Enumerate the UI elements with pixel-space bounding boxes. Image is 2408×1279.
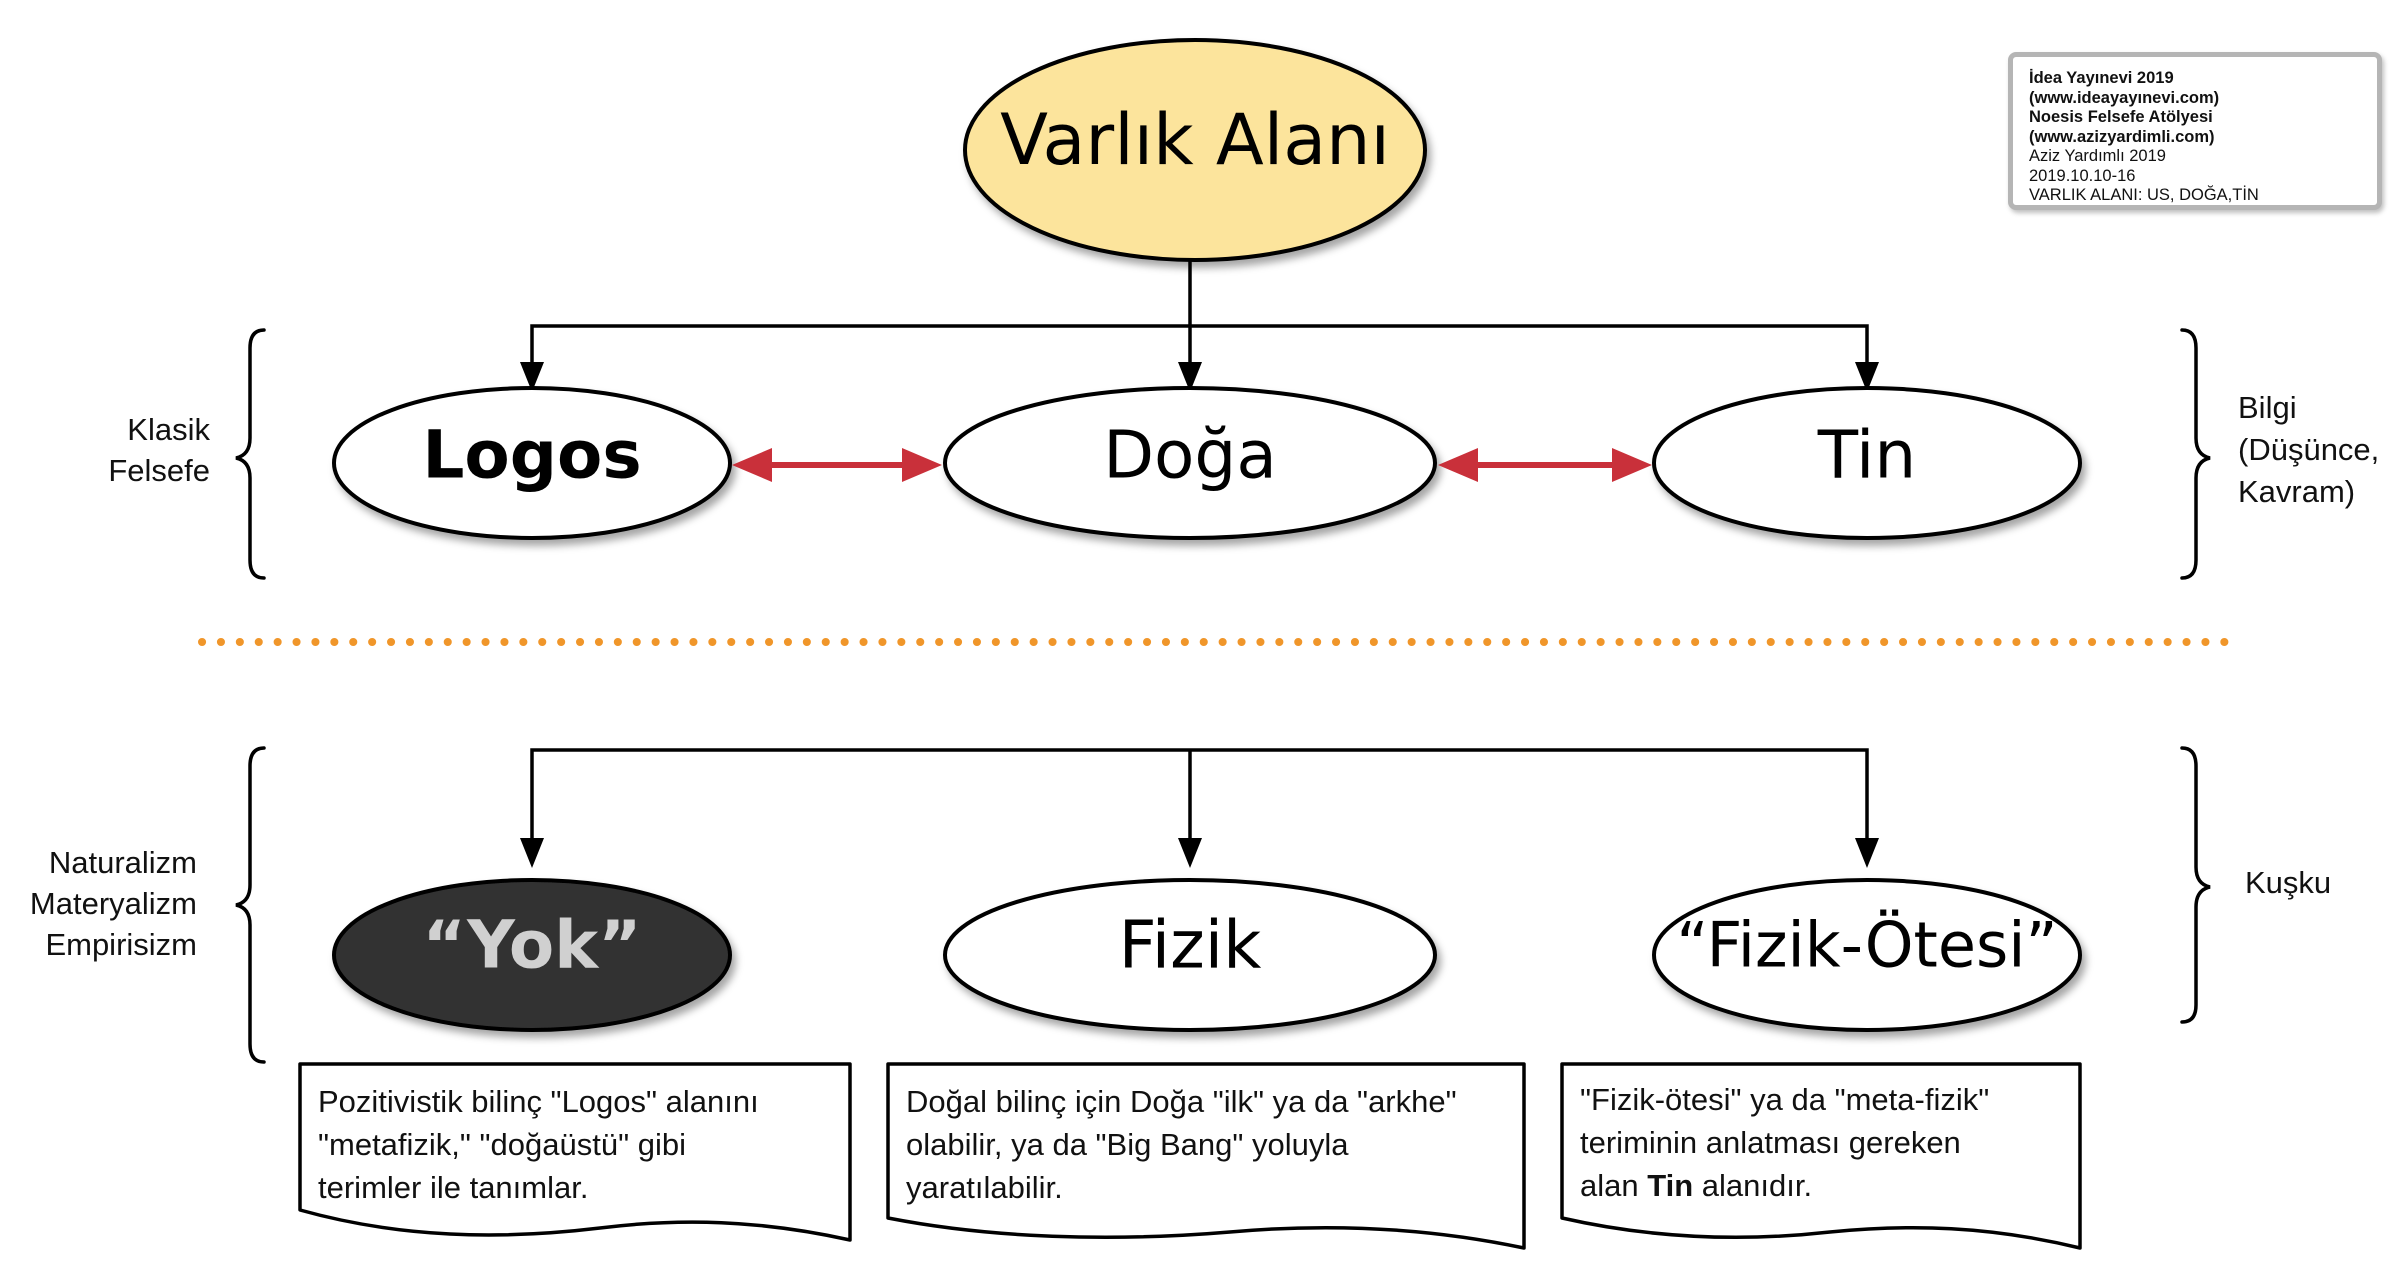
info-line: İdea Yayınevi 2019 (2029, 69, 2174, 87)
info-line: VARLIK ALANI: US, DOĞA,TİN (2029, 186, 2259, 204)
right-label-bottom: Kuşku (2245, 865, 2331, 900)
braces (235, 328, 2211, 1064)
info-line: 2019.10.10-16 (2029, 166, 2136, 185)
node-tin: Tin (1652, 386, 2082, 540)
top-arrowheads (520, 362, 1879, 392)
left-brace-top (235, 328, 266, 580)
note-shape-logos (298, 1062, 852, 1242)
note-fizik-otesi-pre: alan (1580, 1168, 1648, 1203)
node-yok: “Yok” (332, 878, 732, 1032)
note-fizik-line: olabilir, ya da "Big Bang" yoluyla (906, 1127, 1349, 1162)
note-fizik: Doğal bilinç için Doğa "ilk" ya da "arkh… (906, 1080, 1518, 1209)
node-fizik: Fizik (943, 878, 1437, 1032)
arrowhead-to-logos (520, 362, 544, 392)
note-logos-line: Pozitivistik bilinç "Logos" alanını (318, 1084, 759, 1119)
right-brace-bottom (2180, 746, 2211, 1024)
right-brace-top (2180, 328, 2211, 580)
note-logos-line: terimler ile tanımlar. (318, 1170, 589, 1205)
double-arrow-logos-doga (732, 448, 942, 482)
note-logos: Pozitivistik bilinç "Logos" alanını "met… (318, 1080, 838, 1209)
right-label-top-line: (Düşünce, (2238, 432, 2379, 467)
node-tin-label: Tin (1817, 417, 1916, 494)
top-connectors (530, 260, 1869, 370)
note-fizik-otesi-bold: Tin (1647, 1168, 1694, 1203)
note-fizik-otesi-line: alan Tin alanıdır. (1580, 1164, 2075, 1207)
left-label-top-line: Klasik (127, 412, 210, 447)
note-fizik-otesi-line: teriminin anlatması gereken (1580, 1125, 1961, 1160)
note-shape-fizik-otesi (1560, 1062, 2082, 1250)
note-fizik-otesi-line: "Fizik-ötesi" ya da "meta-fizik" (1580, 1082, 1990, 1117)
node-yok-label: “Yok” (423, 907, 642, 984)
node-logos: Logos (332, 386, 732, 540)
arrowhead-to-fizik-otesi (1855, 838, 1879, 868)
info-line: (www.azizyardimli.com) (2029, 127, 2215, 146)
note-fizik-line: Doğal bilinç için Doğa "ilk" ya da "arkh… (906, 1084, 1457, 1119)
left-label-top-line: Felsefe (108, 453, 210, 488)
arrowhead-to-doga (1178, 362, 1202, 392)
arrowhead-to-tin (1855, 362, 1879, 392)
arrowhead-to-fizik (1178, 838, 1202, 868)
right-label-top-line: Kavram) (2238, 474, 2355, 509)
left-label-bottom: Naturalizm Materyalizm Empirisizm (30, 845, 197, 962)
node-fizik-otesi-label: “Fizik-Ötesi” (1676, 909, 2057, 982)
info-line: Noesis Felsefe Atölyesi (2029, 108, 2213, 126)
right-label-bottom-line: Kuşku (2245, 865, 2331, 900)
left-label-bottom-line: Naturalizm (49, 845, 197, 880)
left-brace-bottom (235, 746, 266, 1064)
root-label: Varlık Alanı (1000, 99, 1390, 181)
right-label-top: Bilgi (Düşünce, Kavram) (2238, 390, 2379, 509)
note-shapes (298, 1062, 2082, 1250)
right-label-top-line: Bilgi (2238, 390, 2297, 425)
node-logos-label: Logos (422, 417, 641, 494)
left-label-bottom-line: Empirisizm (45, 927, 197, 962)
node-doga-label: Doğa (1103, 417, 1277, 494)
note-logos-line: "metafizik," "doğaüstü" gibi (318, 1127, 686, 1162)
note-fizik-otesi: "Fizik-ötesi" ya da "meta-fizik" terimin… (1580, 1078, 2075, 1207)
node-fizik-otesi: “Fizik-Ötesi” (1652, 878, 2082, 1032)
note-shape-fizik (886, 1062, 1526, 1250)
arrowhead-to-yok (520, 838, 544, 868)
node-doga: Doğa (943, 386, 1437, 540)
info-box: İdea Yayınevi 2019 (www.ideayayınevi.com… (2008, 52, 2382, 210)
left-label-bottom-line: Materyalizm (30, 886, 197, 921)
left-label-top: Klasik Felsefe (108, 412, 210, 488)
note-fizik-line: yaratılabilir. (906, 1170, 1063, 1205)
root-node: Varlık Alanı (963, 38, 1427, 262)
info-line: Aziz Yardımlı 2019 (2029, 147, 2166, 165)
double-arrow-doga-tin (1438, 448, 1652, 482)
note-fizik-otesi-post: alanıdır. (1693, 1168, 1813, 1203)
bottom-arrowheads (520, 838, 1879, 868)
node-fizik-label: Fizik (1119, 907, 1262, 984)
bottom-connectors (530, 748, 1869, 842)
info-line: (www.ideayayınevi.com) (2029, 88, 2220, 107)
